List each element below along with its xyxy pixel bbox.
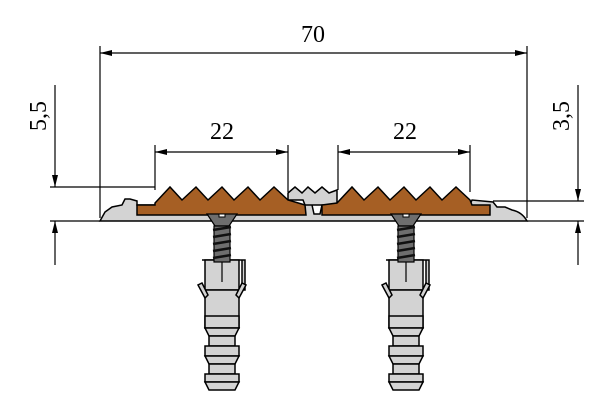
dimension-total-height: 5,5 bbox=[26, 85, 155, 265]
rubber-insert-left bbox=[136, 185, 307, 216]
dowel-right bbox=[381, 259, 431, 391]
dimension-label-22-left: 22 bbox=[210, 119, 234, 145]
dimension-label-22-right: 22 bbox=[393, 119, 417, 145]
dimension-overall-width: 70 bbox=[99, 22, 528, 218]
dowel-left bbox=[197, 259, 247, 391]
dimension-label-70: 70 bbox=[301, 22, 325, 48]
rubber-insert-right bbox=[321, 185, 491, 216]
dimension-insert-right: 22 bbox=[337, 119, 471, 192]
screw-left bbox=[205, 212, 239, 264]
screw-right bbox=[389, 212, 423, 264]
dimension-insert-left: 22 bbox=[154, 119, 289, 192]
dimension-label-5-5: 5,5 bbox=[26, 101, 52, 131]
dimension-base-height: 3,5 bbox=[493, 85, 584, 265]
dimension-label-3-5: 3,5 bbox=[549, 101, 575, 131]
